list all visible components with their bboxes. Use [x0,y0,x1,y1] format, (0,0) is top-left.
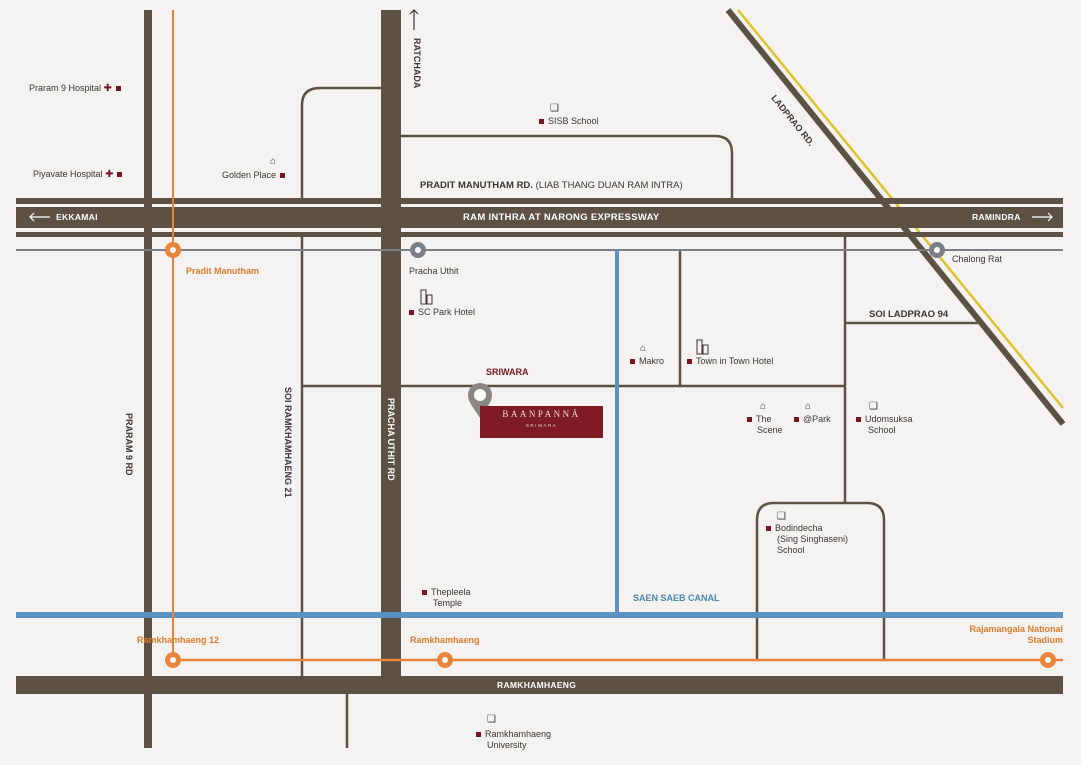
station-label-chalong-rat: Chalong Rat [952,254,1003,264]
station-label-pracha-uthit: Pracha Uthit [409,266,459,276]
place-marker-icon [539,119,544,125]
place-sc-park-hotel: SC Park Hotel [405,307,475,318]
place-marker-icon [766,526,771,532]
road-label-soi-ladprao-94: SOI LADPRAO 94 [869,309,949,320]
place-marker-icon [117,172,123,178]
road-label-pradit-manutham: PRADIT MANUTHAM RD. (LIAB THANG DUAN RAM… [420,180,683,191]
place-marker-icon [687,359,692,365]
station-label-ramkhamhaeng: Ramkhamhaeng [410,635,480,645]
station-ramkhamhaeng-12-icon [165,652,181,668]
place-marker-icon [794,417,799,423]
place-golden-place: Golden Place [222,170,289,181]
station-ramkhamhaeng-icon [437,652,453,668]
book-icon: ❑ [550,103,559,114]
book-icon: ❑ [777,511,786,522]
place-marker-icon [115,86,121,92]
road-sisb-loop [398,134,734,198]
road-label-praram-9: PRARAM 9 RD [124,413,134,476]
shopping-bag-icon: ⌂ [805,401,812,412]
canal-label: SAEN SAEB CANAL [633,593,720,603]
road-label-soi-ramkhamhaeng-21: SOI RAMKHAMHAENG 21 [283,387,293,498]
shopping-bag-icon: ⌂ [270,156,277,167]
station-pradit-manutham-icon [165,242,181,258]
shopping-bag-icon: ⌂ [640,343,647,354]
place-piyavate-hospital: Piyavate Hospital ✚ [33,169,126,180]
project-name: BAANPANNĀ [502,409,581,419]
place-marker-icon [476,732,481,738]
place-town-in-town-hotel: Town in Town Hotel [683,356,773,367]
station-label-ramkhamhaeng-12: Ramkhamhaeng 12 [137,635,220,645]
station-rajamangala-icon [1040,652,1056,668]
road-expressway [16,207,1063,228]
project-baanpanna-block: BAANPANNĀ SRIWARA [480,406,603,438]
road-label-sriwara: SRIWARA [486,367,529,377]
road-label-ekkamai: EKKAMAI [56,212,98,222]
place-marker-icon [280,173,286,179]
arrow-left-icon [29,212,50,222]
hospital-icon: ✚ [105,169,114,180]
arrow-right-icon [1032,212,1053,222]
book-icon: ❑ [487,714,496,725]
road-pradit-manutham [16,198,1063,204]
location-pin-icon [468,383,492,418]
road-bodindecha-loop [755,501,886,660]
road-label-ramkhamhaeng: RAMKHAMHAENG [497,680,577,690]
arrow-up-icon [409,9,419,30]
place-marker-icon [747,417,752,423]
place-makro: Makro [626,356,664,367]
place-at-park: @Park [790,414,831,425]
road-label-ramindra: RAMINDRA [972,212,1021,222]
hospital-icon: ✚ [103,83,112,94]
place-sisb-school: SISB School [535,116,599,127]
place-marker-icon [630,359,635,365]
station-chalong-rat-icon [929,242,945,258]
place-marker-icon [409,310,414,316]
hotel-icon [696,339,709,355]
place-bodindecha-school: Bodindecha(Sing Singhaseni)School [762,523,848,556]
project-sub: SRIWARA [525,423,558,428]
place-praram9-hospital: Praram 9 Hospital ✚ [29,83,125,94]
road-label-expressway: RAM INTHRA AT NARONG EXPRESSWAY [463,212,660,223]
book-icon: ❑ [869,401,878,412]
shopping-bag-icon: ⌂ [760,401,767,412]
place-marker-icon [422,590,427,596]
road-label-pracha-uthit: PRACHA UTHIT RD [386,398,396,481]
road-label-ratchada: RATCHADA [412,38,422,89]
station-pracha-uthit-icon [410,242,426,258]
road-ramkhamhaeng [16,676,1063,694]
hotel-icon [420,289,433,305]
road-north-loop [300,86,384,198]
station-label-pradit-manutham: Pradit Manutham [186,266,260,276]
road-expressway-lower [16,232,1063,237]
place-marker-icon [856,417,861,423]
